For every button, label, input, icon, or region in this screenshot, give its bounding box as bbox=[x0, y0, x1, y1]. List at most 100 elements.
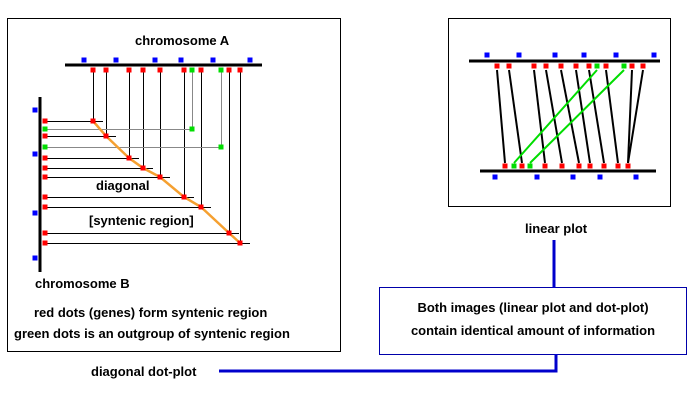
dotplot-caption-line1: red dots (genes) form syntenic region bbox=[34, 305, 268, 320]
linear-plot-label: linear plot bbox=[525, 221, 588, 236]
info-box-line2: contain identical amount of information bbox=[410, 323, 656, 338]
syntenic-dot bbox=[198, 204, 204, 210]
synteny-link bbox=[533, 69, 546, 164]
gene-marker-b bbox=[42, 204, 48, 210]
linear-gene-bottom bbox=[601, 163, 607, 169]
blue-marker-b bbox=[32, 255, 38, 261]
linear-marks bbox=[484, 52, 657, 180]
outgroup-link bbox=[529, 69, 625, 164]
synteny-link bbox=[496, 69, 506, 164]
outgroup-dot bbox=[189, 126, 195, 132]
gene-marker-a bbox=[126, 67, 132, 73]
linear-blue-top bbox=[552, 52, 558, 58]
blue-marker-b bbox=[32, 210, 38, 216]
linear-gene-top bbox=[586, 63, 592, 69]
linearplot-frame bbox=[448, 18, 671, 207]
linear-outgroup-top bbox=[621, 63, 627, 69]
outgroup-marker-a bbox=[189, 67, 195, 73]
gene-marker-b bbox=[42, 155, 48, 161]
gene-marker-a bbox=[90, 67, 96, 73]
syntenic-dot bbox=[103, 133, 109, 139]
linear-blue-top bbox=[581, 52, 587, 58]
outgroup-marker-a bbox=[218, 67, 224, 73]
linear-gene-bottom bbox=[542, 163, 548, 169]
linear-gene-top bbox=[531, 63, 537, 69]
linear-blue-top bbox=[613, 52, 619, 58]
linear-gene-bottom bbox=[587, 163, 593, 169]
info-box-line1: Both images (linear plot and dot-plot) bbox=[417, 300, 649, 315]
dotplot-marks bbox=[32, 57, 253, 261]
gene-marker-b bbox=[42, 174, 48, 180]
synteny-link bbox=[627, 69, 644, 164]
linear-gene-bottom bbox=[559, 163, 565, 169]
synteny-link bbox=[605, 69, 619, 164]
syntenic-dot bbox=[90, 118, 96, 124]
gene-marker-b bbox=[42, 165, 48, 171]
diagonal-dot-plot-label: diagonal dot-plot bbox=[91, 364, 197, 379]
linear-gene-top bbox=[573, 63, 579, 69]
gene-marker-b bbox=[42, 230, 48, 236]
dotplot-caption-line2: green dots is an outgroup of syntenic re… bbox=[14, 326, 290, 341]
chromosome-b-label: chromosome B bbox=[35, 276, 130, 291]
outgroup-link bbox=[513, 69, 598, 164]
outgroup-marker-b bbox=[42, 126, 48, 132]
linear-gene-top bbox=[603, 63, 609, 69]
linear-blue-top bbox=[516, 52, 522, 58]
chromosome-a-label: chromosome A bbox=[135, 33, 230, 48]
gene-marker-a bbox=[157, 67, 163, 73]
gene-marker-a bbox=[140, 67, 146, 73]
blue-marker-a bbox=[178, 57, 184, 63]
gene-marker-a bbox=[237, 67, 243, 73]
outgroup-marker-b bbox=[42, 144, 48, 150]
info-box-frame bbox=[379, 287, 687, 355]
linear-gene-top bbox=[558, 63, 564, 69]
synteny-link bbox=[575, 69, 591, 164]
linear-gene-top bbox=[506, 63, 512, 69]
linear-gene-bottom bbox=[625, 163, 631, 169]
blue-marker-b bbox=[32, 107, 38, 113]
synteny-link bbox=[560, 69, 580, 164]
linear-outgroup-bottom bbox=[511, 163, 517, 169]
synteny-link bbox=[588, 69, 605, 164]
gene-marker-b bbox=[42, 240, 48, 246]
linear-outgroup-top bbox=[594, 63, 600, 69]
synteny-link bbox=[545, 69, 563, 164]
gene-marker-a bbox=[226, 67, 232, 73]
syntenic-dot bbox=[157, 174, 163, 180]
blue-marker-a bbox=[81, 57, 87, 63]
gene-marker-a bbox=[181, 67, 187, 73]
syntenic-region-label: [syntenic region] bbox=[89, 213, 194, 228]
blue-marker-a bbox=[113, 57, 119, 63]
outgroup-dot bbox=[218, 144, 224, 150]
gene-marker-b bbox=[42, 194, 48, 200]
synteny-link bbox=[627, 69, 633, 164]
linear-blue-top bbox=[484, 52, 490, 58]
linear-blue-bottom bbox=[570, 174, 576, 180]
linear-gene-top bbox=[543, 63, 549, 69]
linear-gene-bottom bbox=[502, 163, 508, 169]
gene-marker-b bbox=[42, 118, 48, 124]
linear-blue-bottom bbox=[633, 174, 639, 180]
linear-outgroup-bottom bbox=[527, 163, 533, 169]
linear-blue-top bbox=[651, 52, 657, 58]
blue-marker-a bbox=[152, 57, 158, 63]
linear-blue-bottom bbox=[534, 174, 540, 180]
gene-marker-a bbox=[198, 67, 204, 73]
gene-marker-a bbox=[103, 67, 109, 73]
linear-gene-bottom bbox=[519, 163, 525, 169]
linear-gene-top bbox=[494, 63, 500, 69]
diagonal-label: diagonal bbox=[96, 178, 150, 193]
syntenic-dot bbox=[181, 194, 187, 200]
syntenic-dot bbox=[140, 165, 146, 171]
syntenic-dot bbox=[226, 230, 232, 236]
connector-dotplot-to-box bbox=[219, 354, 558, 373]
linear-gene-top bbox=[640, 63, 646, 69]
syntenic-dot bbox=[237, 240, 243, 246]
synteny-link bbox=[508, 69, 523, 164]
linear-blue-bottom bbox=[492, 174, 498, 180]
blue-marker-a bbox=[210, 57, 216, 63]
linear-gene-top bbox=[629, 63, 635, 69]
linear-gene-bottom bbox=[576, 163, 582, 169]
syntenic-dot bbox=[126, 155, 132, 161]
